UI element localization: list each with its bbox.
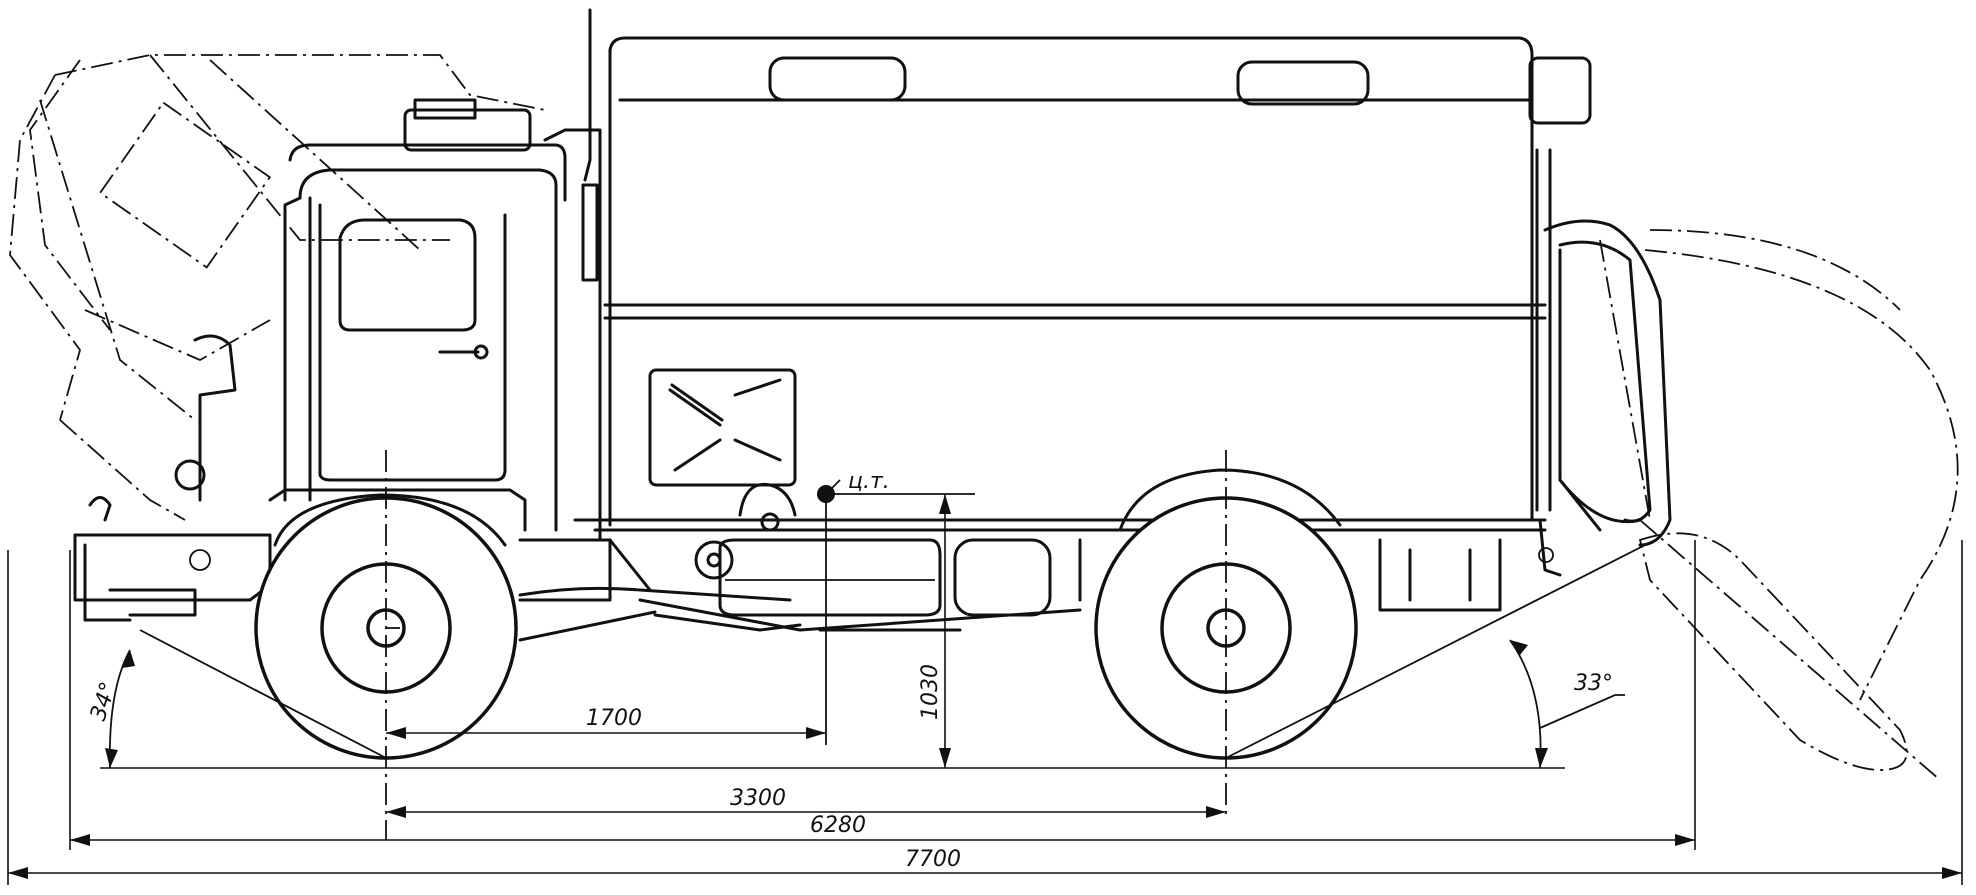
- chassis-frame: [73, 482, 1562, 642]
- cab: [174, 8, 602, 542]
- battery-box: [953, 538, 1052, 617]
- center-of-gravity-marker: [817, 479, 975, 745]
- x-marked-panel: [648, 368, 797, 487]
- body-length-dimension: [69, 540, 1696, 850]
- cg-distance-dimension: [386, 727, 826, 739]
- body-window-front: [768, 56, 907, 102]
- axle-center-lines: [385, 450, 1227, 840]
- wheelbase-label: 3300: [730, 786, 786, 811]
- departure-angle-label: 33°: [1574, 671, 1613, 696]
- cab-door-window: [338, 218, 477, 332]
- rear-lifting-arm: [1543, 219, 1959, 781]
- tank-cap: [694, 540, 734, 580]
- cargo-body: [593, 36, 1592, 532]
- approach-angle: [105, 629, 387, 769]
- front-bumper-guard: [193, 334, 237, 502]
- fuel-tank: [718, 538, 942, 617]
- departure-angle: [1225, 539, 1656, 769]
- body-window-rear: [1236, 60, 1370, 106]
- overall-length-dimension: [7, 540, 1963, 885]
- body-length-label: 6280: [810, 813, 866, 838]
- cab-roof-hatch: [413, 98, 477, 120]
- rear-top-box: [1528, 56, 1592, 125]
- cg-height-label: 1030: [918, 664, 943, 720]
- center-of-gravity-label: ц.т.: [848, 469, 890, 494]
- wheelbase-dimension: [386, 806, 1226, 818]
- overall-length-label: 7700: [905, 847, 961, 872]
- tilted-cab-outline: [9, 54, 546, 521]
- cg-height-dimension: [939, 494, 951, 768]
- approach-angle-label: 34°: [86, 679, 122, 724]
- headlamp: [174, 459, 206, 491]
- cg-distance-label: 1700: [586, 706, 642, 731]
- cab-roof-vent: [403, 108, 532, 152]
